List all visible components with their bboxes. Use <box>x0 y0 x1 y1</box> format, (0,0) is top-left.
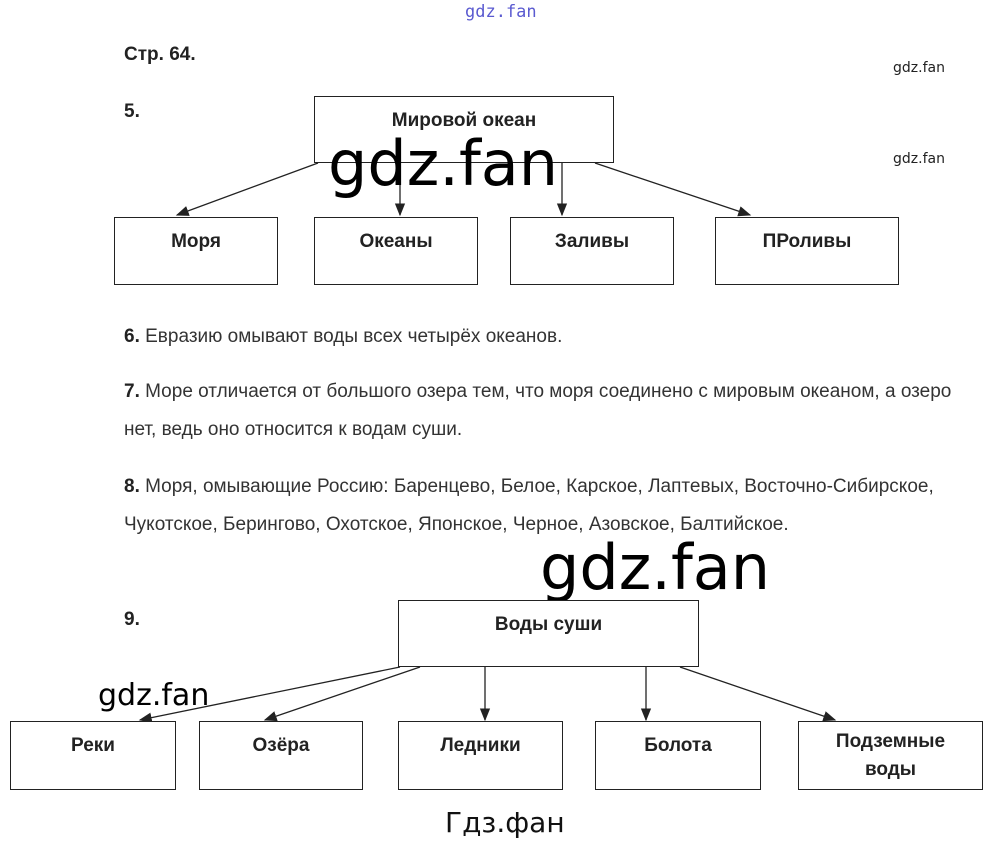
task7-text: Море отличается от большого озера тем, ч… <box>124 381 952 440</box>
watermark-right-2: gdz.fan <box>893 151 945 167</box>
box-lakes: Озёра <box>199 721 363 790</box>
box-swamps: Болота <box>595 721 761 790</box>
box-glaciers: Ледники <box>398 721 563 790</box>
box-groundwater: Подземные воды <box>798 721 983 790</box>
task6-number: 6. <box>124 326 140 347</box>
task8: 8. Моря, омывающие Россию: Баренцево, Бе… <box>124 468 964 544</box>
watermark-big-1: gdz.fan <box>328 127 559 200</box>
box-oceans: Океаны <box>314 217 478 285</box>
task9-number: 9. <box>124 609 140 630</box>
task7-number: 7. <box>124 381 140 402</box>
watermark-right-1: gdz.fan <box>893 60 945 76</box>
task7: 7. Море отличается от большого озера тем… <box>124 373 964 449</box>
arrow-seas <box>175 162 319 216</box>
box-straits: ПРоливы <box>715 217 899 285</box>
box-world-ocean: Мировой океан <box>314 96 614 163</box>
task6: 6. Евразию омывают воды всех четырёх оке… <box>124 318 964 356</box>
box-rivers: Реки <box>10 721 176 790</box>
task8-text: Моря, омывающие Россию: Баренцево, Белое… <box>124 476 934 535</box>
box-land-waters: Воды суши <box>398 600 699 667</box>
task6-text: Евразию омывают воды всех четырёх океано… <box>139 326 563 347</box>
arrow-lakes <box>263 666 421 722</box>
task8-number: 8. <box>124 476 140 497</box>
box-seas: Моря <box>114 217 278 285</box>
task5-number: 5. <box>124 101 140 122</box>
page-label: Стр. 64. <box>124 44 196 65</box>
watermark-top: gdz.fan <box>465 2 537 22</box>
watermark-left: gdz.fan <box>98 678 210 713</box>
watermark-big-2: gdz.fan <box>540 531 771 604</box>
arrow-rivers <box>138 666 401 723</box>
arrow-straits <box>594 162 752 217</box>
box-bays: Заливы <box>510 217 674 285</box>
arrow-groundwater <box>679 666 837 722</box>
watermark-footer: Гдз.фан <box>445 806 565 839</box>
